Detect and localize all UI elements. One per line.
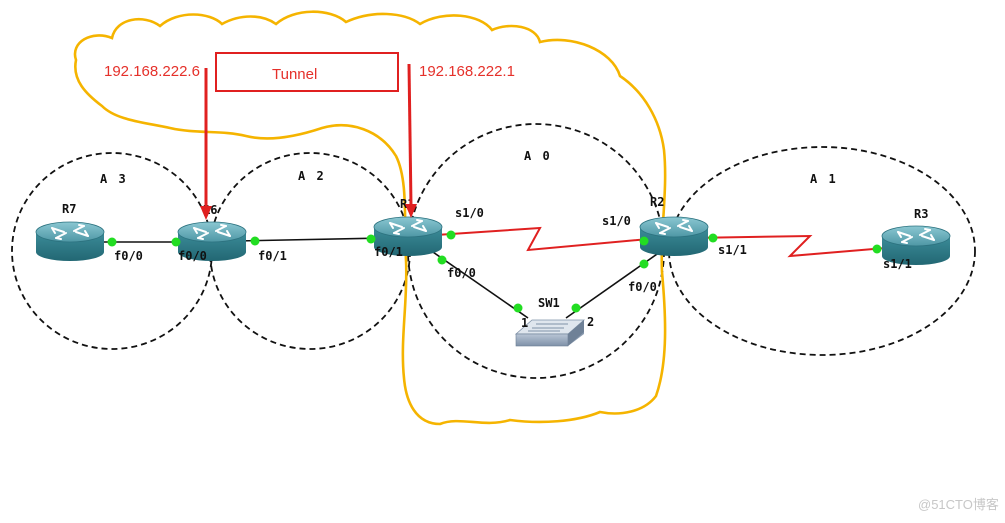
iface-r6-f00: f0/0 xyxy=(178,249,207,263)
area-3-label: A 3 xyxy=(100,172,128,186)
area-0-label: A 0 xyxy=(524,149,552,163)
iface-r2-s11: s1/1 xyxy=(718,243,747,257)
tunnel-left-arrow xyxy=(200,68,212,220)
tunnel-right-arrow xyxy=(405,63,417,218)
area-2-label: A 2 xyxy=(298,169,326,183)
area-1-label: A 1 xyxy=(810,172,838,186)
link-r1-r2-serial xyxy=(435,226,661,252)
area-1-boundary xyxy=(668,146,976,356)
switch-port-1-label: 1 xyxy=(521,316,528,330)
link-r1-sw1 xyxy=(429,249,529,319)
tunnel-label: Tunnel xyxy=(272,66,317,83)
switch-sw1-label: SW1 xyxy=(538,296,560,310)
router-r2-icon[interactable] xyxy=(639,216,709,257)
tunnel-cloud-outline xyxy=(73,10,667,426)
router-r7-icon[interactable] xyxy=(35,221,105,262)
router-r3-label: R3 xyxy=(914,207,928,221)
iface-r2-s10: s1/0 xyxy=(602,214,631,228)
router-r7-label: R7 xyxy=(62,202,76,216)
iface-r1-s10: s1/0 xyxy=(455,206,484,220)
port-dots xyxy=(107,230,882,313)
iface-r3-s11: s1/1 xyxy=(883,257,912,271)
link-r6-r1 xyxy=(235,237,385,242)
iface-r2-f00: f0/0 xyxy=(628,280,657,294)
iface-r6-f01: f0/1 xyxy=(258,249,287,263)
iface-r1-f00: f0/0 xyxy=(447,266,476,280)
router-r2-label: R2 xyxy=(650,195,664,209)
switch-port-2-label: 2 xyxy=(587,315,594,329)
switch-sw1-icon[interactable] xyxy=(514,319,586,347)
tunnel-right-ip: 192.168.222.1 xyxy=(419,63,515,80)
iface-r1-f01: f0/1 xyxy=(374,245,403,259)
link-r2-r3-serial xyxy=(689,234,911,258)
tunnel-left-ip: 192.168.222.6 xyxy=(104,63,200,80)
iface-r7-f00: f0/0 xyxy=(114,249,143,263)
tunnel-label-box xyxy=(215,52,399,92)
watermark: @51CTO博客 xyxy=(918,497,999,512)
